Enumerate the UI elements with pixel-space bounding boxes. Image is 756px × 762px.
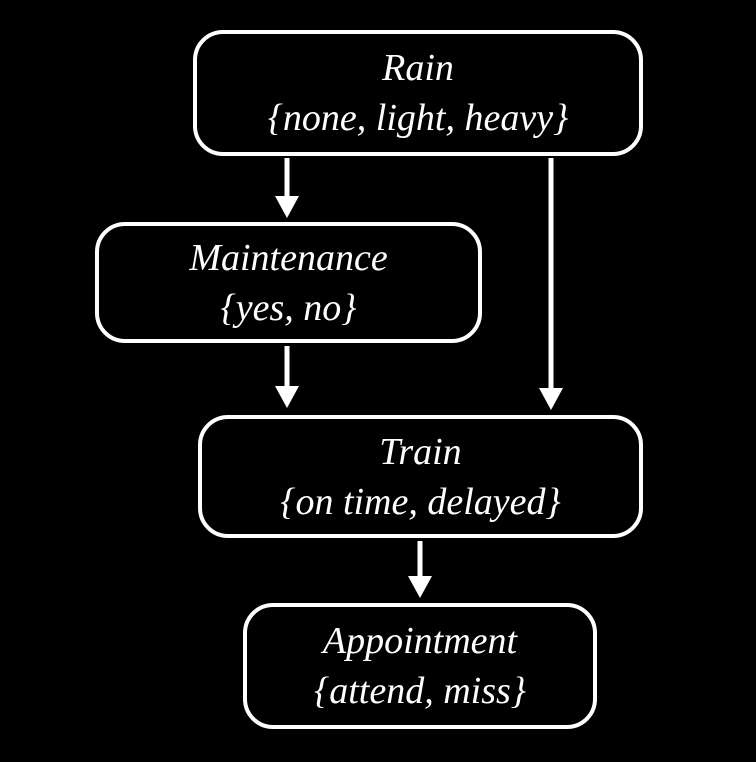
edge-rain-to-train <box>539 158 563 410</box>
node-rain: Rain {none, light, heavy} <box>193 30 643 156</box>
node-values: {none, light, heavy} <box>267 97 569 139</box>
edge-train-to-appointment <box>408 541 432 598</box>
node-maintenance: Maintenance {yes, no} <box>95 222 482 343</box>
node-values: {on time, delayed} <box>280 480 561 523</box>
node-values: {yes, no} <box>220 286 357 329</box>
node-appointment: Appointment {attend, miss} <box>243 603 597 729</box>
node-title: Appointment <box>322 620 518 662</box>
arrowhead-down-icon <box>539 388 563 410</box>
node-values: {attend, miss} <box>314 670 526 712</box>
edge-rain-to-maintenance <box>275 158 299 218</box>
edge-maintenance-to-train <box>275 346 299 408</box>
node-title: Rain <box>382 47 454 89</box>
node-title: Train <box>379 430 462 473</box>
arrowhead-down-icon <box>408 576 432 598</box>
arrowhead-down-icon <box>275 386 299 408</box>
node-train: Train {on time, delayed} <box>198 415 643 538</box>
arrowhead-down-icon <box>275 196 299 218</box>
node-title: Maintenance <box>189 236 388 279</box>
